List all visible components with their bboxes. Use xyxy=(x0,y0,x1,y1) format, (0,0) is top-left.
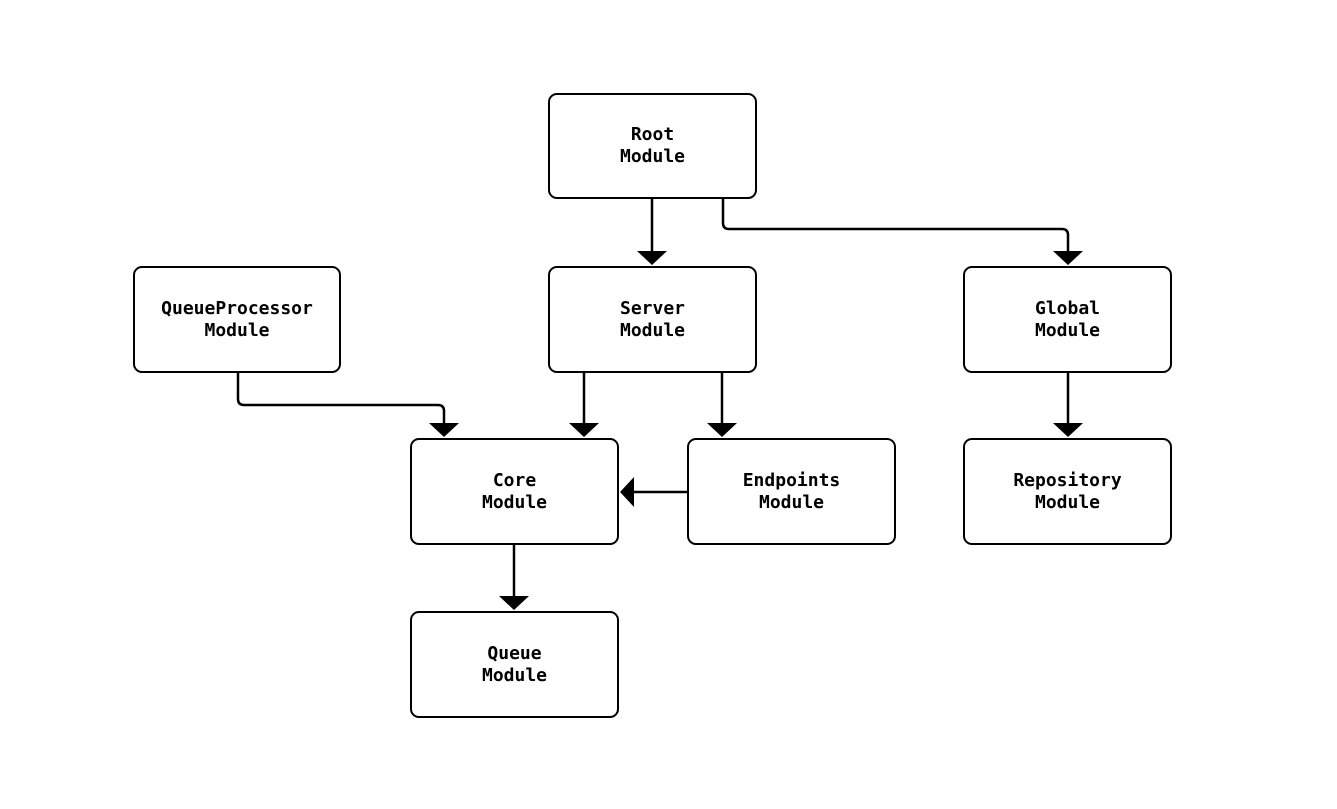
node-label-line: Core xyxy=(492,469,537,491)
node-label-line: Repository xyxy=(1013,469,1122,491)
arrowhead-root-to-server xyxy=(637,251,667,265)
node-label-line: Module xyxy=(1034,491,1101,513)
arrowhead-server-to-endpoints xyxy=(707,423,737,437)
node-label-line: Endpoints xyxy=(742,469,841,491)
arrowhead-queueprocessor-to-core xyxy=(429,423,459,437)
node-label-line: Root xyxy=(630,124,675,145)
edge-root-to-global xyxy=(721,199,1070,251)
node-label-line: Server xyxy=(619,297,686,319)
arrowhead-endpoints-to-core xyxy=(620,477,634,507)
node-label-line: Module xyxy=(619,319,686,341)
edge-queueprocessor-to-core xyxy=(236,373,446,423)
node-label-line: Module xyxy=(619,146,686,167)
node-label-line: Module xyxy=(758,491,825,513)
node-label-line: QueueProcessor xyxy=(161,297,313,319)
node-label-line: Module xyxy=(1034,319,1101,341)
arrowhead-server-to-core xyxy=(569,423,599,437)
node-label-line: Queue xyxy=(487,642,542,664)
arrowhead-core-to-queue xyxy=(499,596,529,610)
node-label-line: Global xyxy=(1034,297,1101,319)
node-label-line: Module xyxy=(204,319,270,341)
node-label-line: Module xyxy=(481,491,548,513)
arrowhead-global-to-repository xyxy=(1053,423,1083,437)
arrowhead-root-to-global xyxy=(1053,251,1083,265)
node-label-line: Module xyxy=(481,664,548,686)
